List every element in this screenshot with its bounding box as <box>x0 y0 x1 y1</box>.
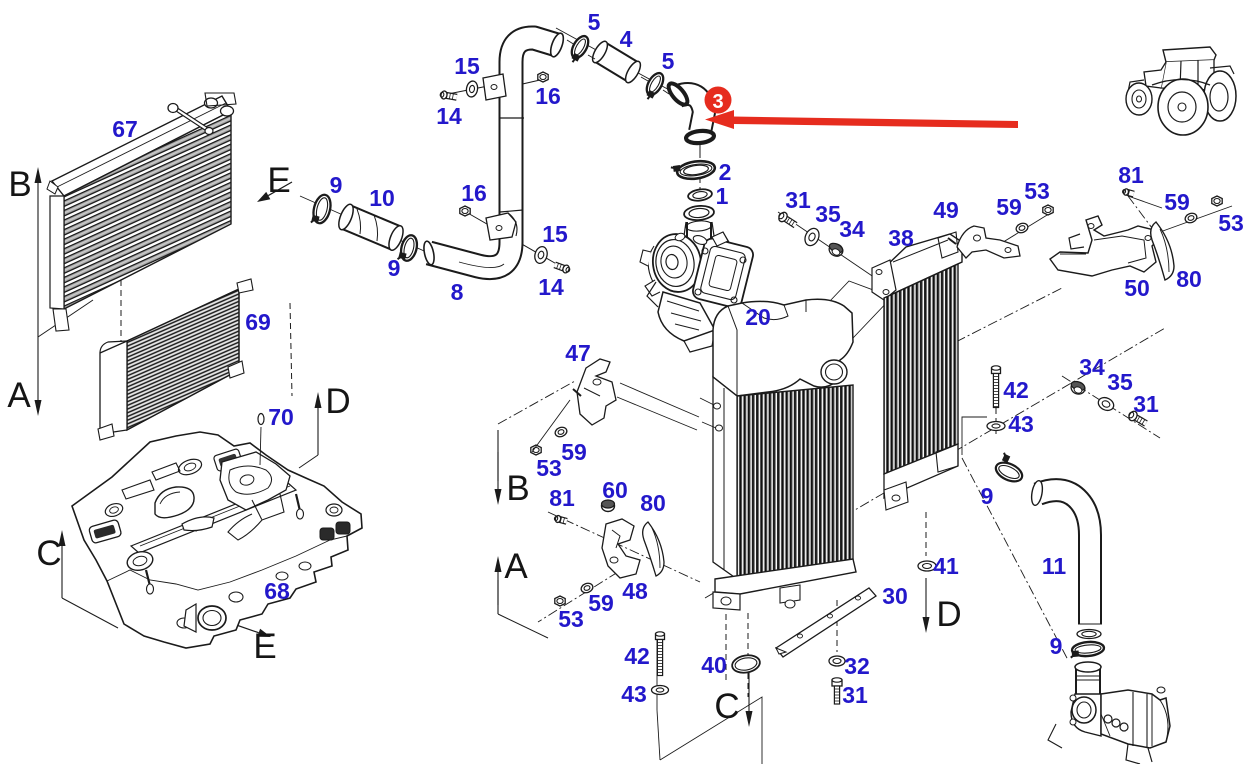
svg-text:5: 5 <box>588 9 601 35</box>
svg-text:35: 35 <box>1107 369 1133 395</box>
svg-text:42: 42 <box>624 643 650 669</box>
svg-text:50: 50 <box>1124 275 1150 301</box>
svg-text:53: 53 <box>536 455 562 481</box>
svg-text:47: 47 <box>565 340 591 366</box>
svg-text:43: 43 <box>1008 411 1034 437</box>
svg-text:81: 81 <box>1118 162 1144 188</box>
svg-text:2: 2 <box>719 159 732 185</box>
svg-text:35: 35 <box>815 201 841 227</box>
svg-text:49: 49 <box>933 197 959 223</box>
svg-text:E: E <box>253 627 276 666</box>
svg-text:81: 81 <box>549 485 575 511</box>
svg-text:59: 59 <box>1164 189 1190 215</box>
svg-text:B: B <box>506 469 529 508</box>
svg-text:41: 41 <box>933 553 959 579</box>
svg-text:59: 59 <box>996 194 1022 220</box>
svg-text:5: 5 <box>662 48 675 74</box>
svg-text:E: E <box>267 161 290 200</box>
svg-text:D: D <box>936 595 961 634</box>
svg-text:60: 60 <box>602 477 628 503</box>
svg-text:B: B <box>8 165 31 204</box>
svg-text:34: 34 <box>1079 354 1105 380</box>
svg-text:C: C <box>36 534 61 573</box>
svg-text:80: 80 <box>640 490 666 516</box>
svg-text:59: 59 <box>588 590 614 616</box>
svg-text:4: 4 <box>620 26 633 52</box>
svg-text:9: 9 <box>330 172 343 198</box>
svg-text:C: C <box>714 687 739 726</box>
svg-text:1: 1 <box>716 183 729 209</box>
svg-text:53: 53 <box>1218 210 1244 236</box>
svg-text:53: 53 <box>558 606 584 632</box>
svg-text:42: 42 <box>1003 377 1029 403</box>
svg-text:11: 11 <box>1042 553 1067 579</box>
svg-text:67: 67 <box>112 116 138 142</box>
svg-text:9: 9 <box>388 255 401 281</box>
svg-text:38: 38 <box>888 225 914 251</box>
svg-text:8: 8 <box>451 279 464 305</box>
svg-text:48: 48 <box>622 578 648 604</box>
svg-text:16: 16 <box>535 83 561 109</box>
svg-text:59: 59 <box>561 439 587 465</box>
svg-text:A: A <box>504 547 528 586</box>
svg-text:10: 10 <box>369 185 395 211</box>
svg-text:31: 31 <box>842 682 868 708</box>
svg-text:14: 14 <box>436 103 462 129</box>
svg-text:A: A <box>7 376 31 415</box>
svg-text:70: 70 <box>268 404 294 430</box>
svg-text:30: 30 <box>882 583 908 609</box>
svg-text:15: 15 <box>454 53 480 79</box>
svg-text:14: 14 <box>538 274 564 300</box>
svg-text:69: 69 <box>245 309 271 335</box>
svg-text:9: 9 <box>981 483 994 509</box>
svg-text:D: D <box>325 382 350 421</box>
svg-text:20: 20 <box>745 304 771 330</box>
svg-text:43: 43 <box>621 681 647 707</box>
svg-text:3: 3 <box>712 91 723 113</box>
svg-text:31: 31 <box>1133 391 1159 417</box>
svg-text:53: 53 <box>1024 178 1050 204</box>
svg-text:34: 34 <box>839 216 865 242</box>
svg-text:80: 80 <box>1176 266 1202 292</box>
svg-text:40: 40 <box>701 652 727 678</box>
svg-text:31: 31 <box>785 187 811 213</box>
svg-text:9: 9 <box>1050 633 1063 659</box>
svg-text:16: 16 <box>461 180 487 206</box>
svg-text:32: 32 <box>844 653 870 679</box>
svg-text:68: 68 <box>264 578 290 604</box>
svg-text:15: 15 <box>542 221 568 247</box>
